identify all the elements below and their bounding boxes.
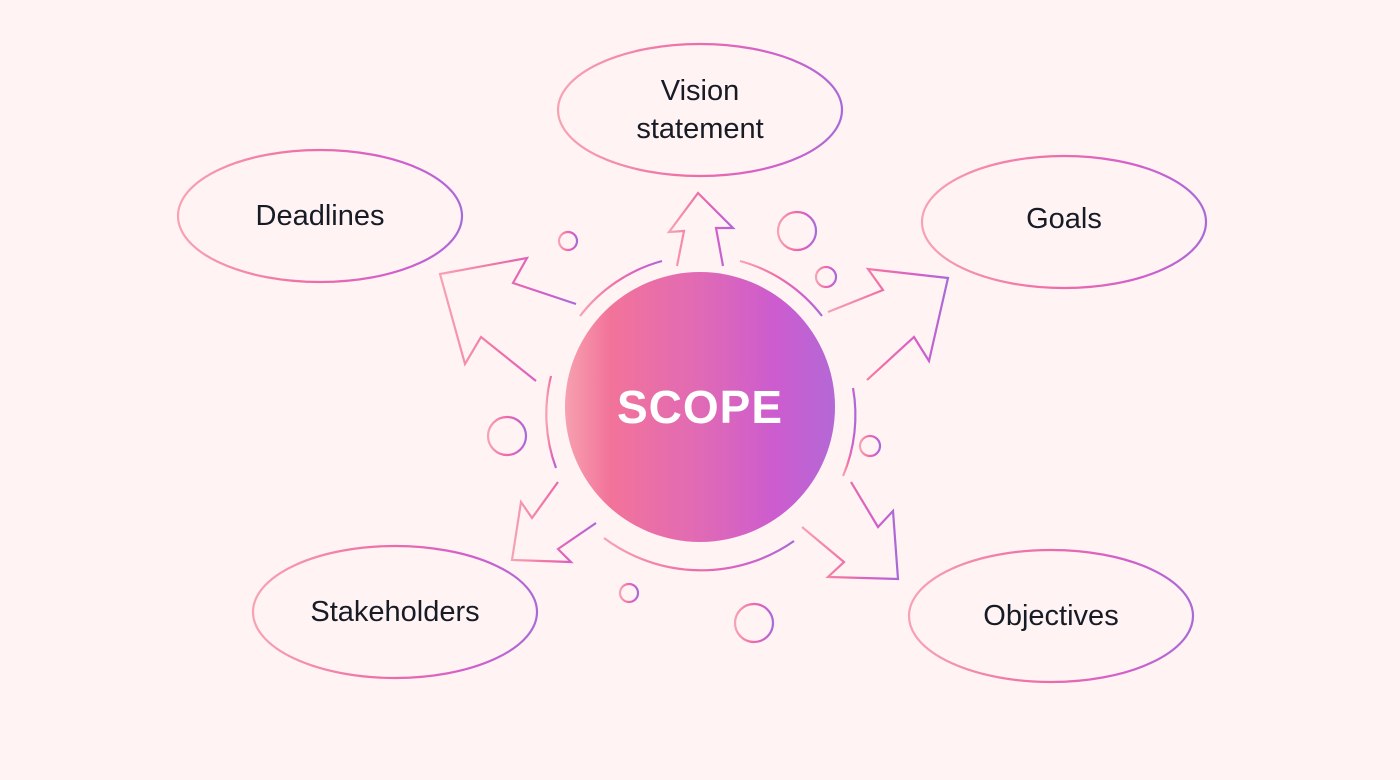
arrow-up-left-icon: [438, 256, 577, 382]
orbit-arc-top-left: [579, 259, 663, 317]
arrow-down-right-icon: [801, 481, 900, 581]
orbit-arc-bottom: [603, 537, 795, 572]
orbit-arc-left: [545, 375, 558, 469]
node-deadlines: Deadlines: [255, 200, 385, 232]
bubble-icon: [776, 210, 818, 252]
bubble-icon: [733, 602, 775, 644]
node-stakeholders-ellipse: [251, 544, 539, 680]
node-vision-line2: statement: [636, 113, 764, 145]
arrow-down-left-icon: [510, 481, 597, 564]
bubble-icon: [557, 230, 579, 252]
bubble-icon: [858, 434, 882, 458]
node-vision-line1: Vision: [660, 75, 740, 107]
node-goals-ellipse: [920, 154, 1208, 290]
arrow-up-icon: [666, 191, 736, 267]
node-stakeholders: Stakeholders: [310, 596, 480, 628]
node-objectives-ellipse: [907, 548, 1195, 684]
node-objectives: Objectives: [983, 600, 1119, 632]
scope-center-circle: [565, 272, 835, 542]
node-deadlines-ellipse: [176, 148, 464, 284]
node-vision-ellipse: [556, 42, 844, 178]
orbit-arc-right: [841, 387, 857, 477]
bubble-icon: [618, 582, 640, 604]
center-label: SCOPE: [616, 381, 784, 433]
node-vision: Vision statement: [636, 72, 763, 148]
bubble-icon: [486, 415, 528, 457]
node-goals: Goals: [1026, 203, 1102, 235]
orbit-arc-top-right: [739, 259, 823, 317]
arrow-up-right-icon: [827, 267, 950, 381]
bubble-icon: [814, 265, 838, 289]
